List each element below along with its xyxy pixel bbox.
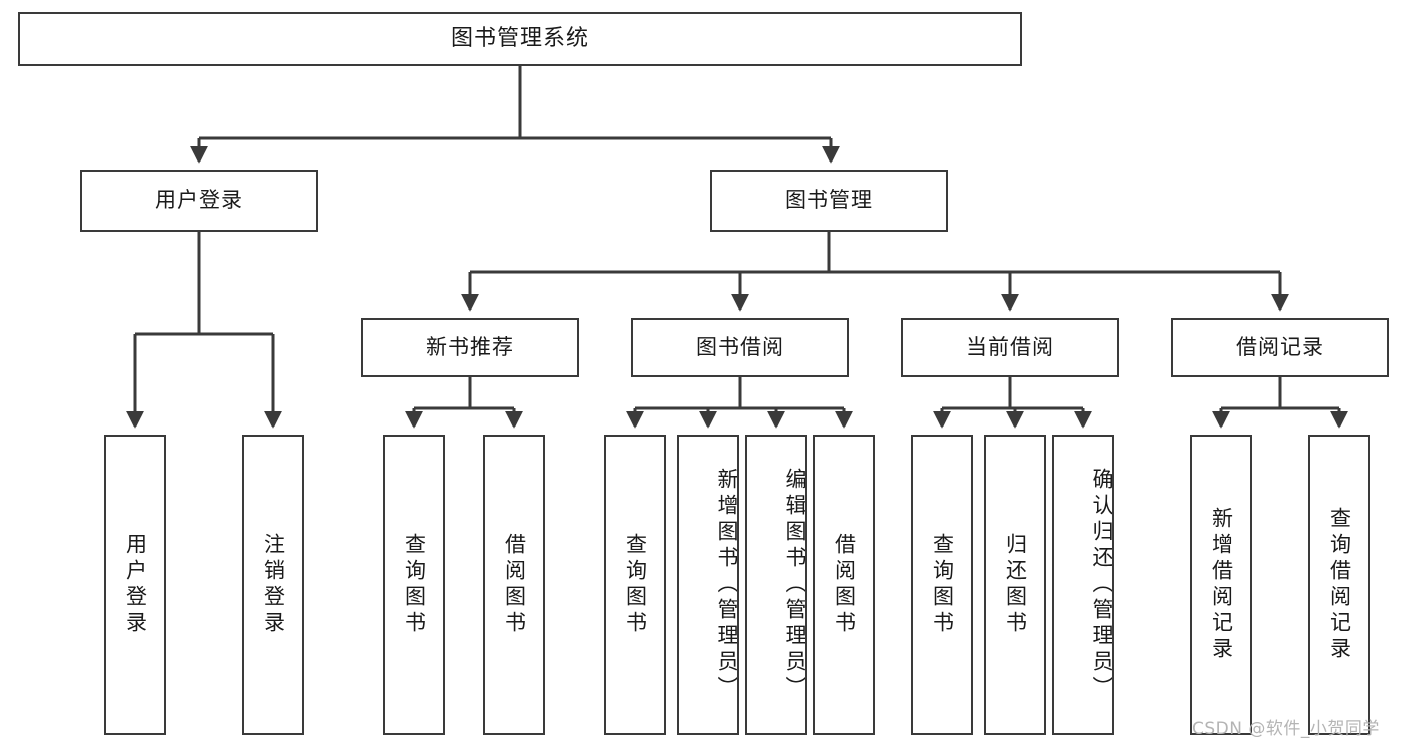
csdn-watermark: CSDN @软件_小贺同学	[1192, 719, 1380, 739]
leaf-user-login[interactable]: 用户登录	[104, 435, 166, 735]
leaf-query-book-borrow[interactable]: 查询图书	[604, 435, 666, 735]
leaf-add-borrow-record[interactable]: 新增借阅记录	[1190, 435, 1252, 735]
leaf-query-borrow-record[interactable]: 查询借阅记录	[1308, 435, 1370, 735]
leaf-query-book-current[interactable]: 查询图书	[911, 435, 973, 735]
node-book-borrow[interactable]: 图书借阅	[631, 318, 849, 377]
leaf-query-book-newbook[interactable]: 查询图书	[383, 435, 445, 735]
leaf-borrow-book[interactable]: 借阅图书	[813, 435, 875, 735]
node-book-management[interactable]: 图书管理	[710, 170, 948, 232]
leaf-user-logout[interactable]: 注销登录	[242, 435, 304, 735]
leaf-return-book[interactable]: 归还图书	[984, 435, 1046, 735]
leaf-confirm-return-admin[interactable]: 确认归还（管理员）	[1052, 435, 1114, 735]
node-root[interactable]: 图书管理系统	[18, 12, 1022, 66]
node-user-login[interactable]: 用户登录	[80, 170, 318, 232]
node-current-borrow[interactable]: 当前借阅	[901, 318, 1119, 377]
leaf-borrow-book-newbook[interactable]: 借阅图书	[483, 435, 545, 735]
node-borrow-records[interactable]: 借阅记录	[1171, 318, 1389, 377]
leaf-add-book-admin[interactable]: 新增图书（管理员）	[677, 435, 739, 735]
leaf-edit-book-admin[interactable]: 编辑图书（管理员）	[745, 435, 807, 735]
node-new-book-recommend[interactable]: 新书推荐	[361, 318, 579, 377]
